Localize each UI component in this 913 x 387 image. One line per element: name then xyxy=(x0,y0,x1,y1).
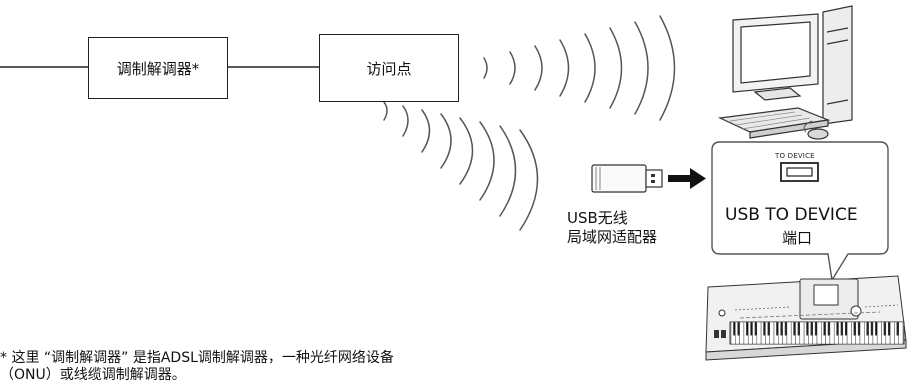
desktop-computer-icon xyxy=(717,5,853,140)
access-point-label: 访问点 xyxy=(366,59,412,78)
digital-keyboard-icon xyxy=(705,275,907,361)
footnote-line-2: （ONU）或线缆调制解调器。 xyxy=(0,367,186,383)
usb-adapter-label-2: 局域网适配器 xyxy=(567,228,658,246)
port-title-label: USB TO DEVICE xyxy=(725,205,858,225)
modem-label: 调制解调器* xyxy=(116,59,200,78)
port-callout xyxy=(711,141,889,282)
wireless-wave-icon xyxy=(483,15,676,121)
access-point-box: 访问点 xyxy=(319,34,459,102)
wireless-wave-icon xyxy=(383,101,539,231)
usb-dongle-icon xyxy=(591,164,663,193)
usb-adapter-label-1: USB无线 xyxy=(567,209,628,227)
port-sub-label: 端口 xyxy=(782,229,813,247)
modem-box: 调制解调器* xyxy=(88,37,228,99)
footnote-line-1: * 这里 “调制解调器” 是指ADSL调制解调器，一种光纤网络设备 xyxy=(0,350,394,366)
connect-arrow xyxy=(668,168,706,189)
port-small-label: TO DEVICE xyxy=(775,152,815,160)
usb-port-icon xyxy=(780,162,819,182)
